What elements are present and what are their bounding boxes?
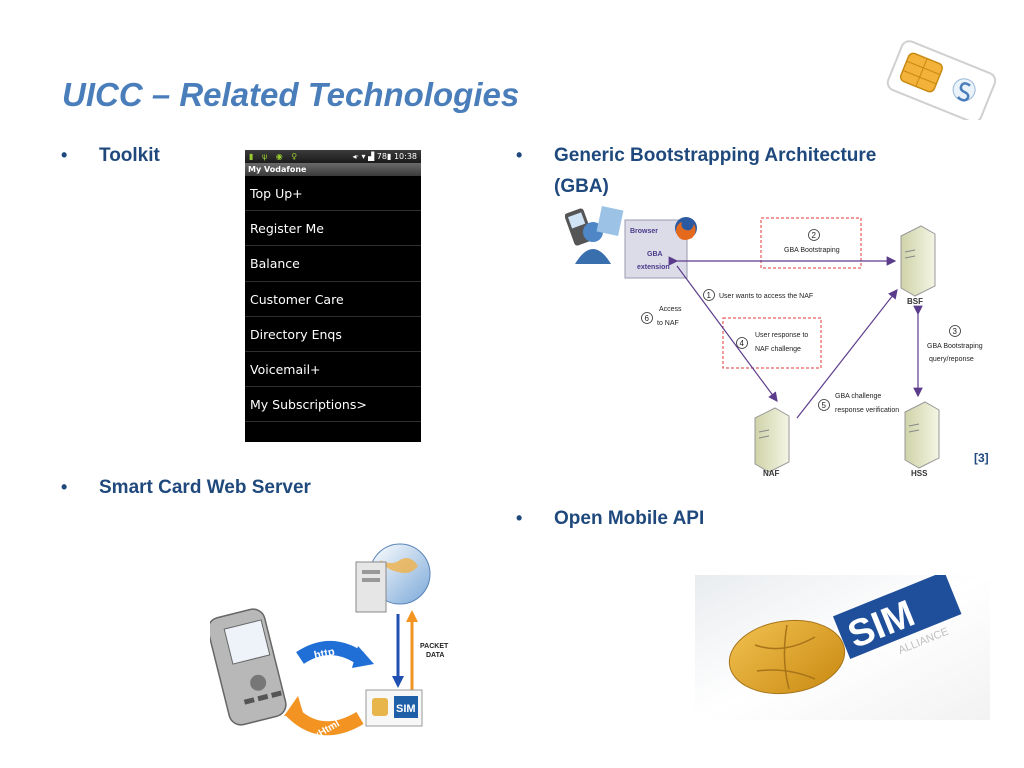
- gba-extension-line1: GBA: [647, 251, 663, 258]
- bullet-omapi: • Open Mobile API: [516, 503, 705, 534]
- bullet-scws: • Smart Card Web Server: [61, 472, 311, 503]
- gba-diagram: Browser GBA extension 2 GBA Bootstraping…: [565, 206, 989, 478]
- battery-level: 78: [376, 152, 387, 161]
- menu-item-voicemail[interactable]: Voicemail+: [245, 352, 421, 388]
- menu-item-balance[interactable]: Balance: [245, 246, 421, 282]
- http-label: http: [313, 646, 336, 662]
- sim-chip-icon: [728, 619, 846, 695]
- step4-number: 4: [740, 339, 745, 348]
- naf-label: NAF: [763, 469, 780, 478]
- step2-number: 2: [812, 231, 817, 240]
- phone-toolkit-screenshot: ▮ ψ ◉ ♀ ◂· ▾ ▟ 78▮ 10:38 My Vodafone Top…: [245, 150, 421, 442]
- step3-line1: GBA Bootstraping: [927, 343, 983, 350]
- step4-line1: User response to: [755, 332, 808, 339]
- menu-item-directory-enqs[interactable]: Directory Enqs: [245, 317, 421, 352]
- user-with-phone-icon: [565, 206, 624, 264]
- menu-item-top-up[interactable]: Top Up+: [245, 176, 421, 212]
- step5-number: 5: [822, 401, 827, 410]
- step6-number: 6: [645, 314, 650, 323]
- status-icons: ▮ ψ ◉ ♀: [249, 152, 301, 161]
- bullet-toolkit: • Toolkit: [61, 140, 160, 171]
- status-right: ◂· ▾ ▟ 78▮ 10:38: [352, 152, 417, 161]
- sim-card-logo-icon: [886, 40, 997, 120]
- bullet-dot: •: [516, 145, 523, 165]
- bullet-scws-label: Smart Card Web Server: [99, 477, 311, 498]
- phone-app-title: My Vodafone: [245, 163, 421, 176]
- step3-line2: query/reponse: [929, 356, 974, 363]
- sim-card-icon: SIM: [365, 689, 423, 727]
- scws-illustration: http xHtml PACKET DATA SIM: [210, 543, 449, 742]
- naf-server-icon: [754, 407, 790, 473]
- bullet-gba-line2: (GBA): [554, 176, 609, 197]
- step1-text: User wants to access the NAF: [719, 293, 813, 300]
- bullet-omapi-label: Open Mobile API: [554, 508, 705, 529]
- step2-box: [760, 217, 862, 269]
- step3-number: 3: [953, 327, 958, 336]
- web-server-globe-icon: [355, 543, 431, 613]
- sim-alliance-logo: SIM ALLIANCE: [832, 575, 962, 659]
- sim-label: SIM: [396, 703, 416, 715]
- step6-line2: to NAF: [657, 320, 679, 327]
- browser-label: Browser: [630, 228, 658, 235]
- step2-text: GBA Bootstraping: [784, 247, 840, 254]
- mobile-phone-icon: [210, 608, 287, 726]
- bsf-server-icon: [900, 225, 936, 297]
- packet-data-line1: PACKET: [420, 643, 449, 650]
- bullet-dot: •: [61, 145, 68, 165]
- bullet-gba: • Generic Bootstrapping Architecture (GB…: [516, 140, 877, 202]
- reference-label: [3]: [974, 451, 989, 465]
- menu-item-customer-care[interactable]: Customer Care: [245, 282, 421, 317]
- phone-status-bar: ▮ ψ ◉ ♀ ◂· ▾ ▟ 78▮ 10:38: [245, 150, 421, 163]
- menu-item-my-subscriptions[interactable]: My Subscriptions>: [245, 387, 421, 423]
- step4-line2: NAF challenge: [755, 346, 801, 353]
- status-time: 10:38: [393, 152, 417, 161]
- hss-server-icon: [904, 401, 940, 469]
- menu-item-register-me[interactable]: Register Me: [245, 211, 421, 247]
- bullet-dot: •: [516, 508, 523, 528]
- step5-line1: GBA challenge: [835, 393, 881, 400]
- bsf-label: BSF: [907, 297, 923, 306]
- gba-extension-line2: extension: [637, 264, 670, 271]
- packet-data-line2: DATA: [426, 652, 444, 659]
- step4-box: [722, 317, 822, 369]
- sim-alliance-card: SIM ALLIANCE: [695, 575, 990, 720]
- step5-line2: response verification: [835, 407, 899, 414]
- bullet-dot: •: [61, 477, 68, 497]
- hss-label: HSS: [911, 469, 928, 478]
- step1-number: 1: [707, 291, 712, 300]
- step6-line1: Access: [659, 306, 682, 313]
- slide-title: UICC – Related Technologies: [62, 76, 520, 113]
- bullet-gba-line1: Generic Bootstrapping Architecture: [554, 145, 877, 166]
- bullet-toolkit-label: Toolkit: [99, 145, 160, 166]
- firefox-icon: [675, 217, 697, 240]
